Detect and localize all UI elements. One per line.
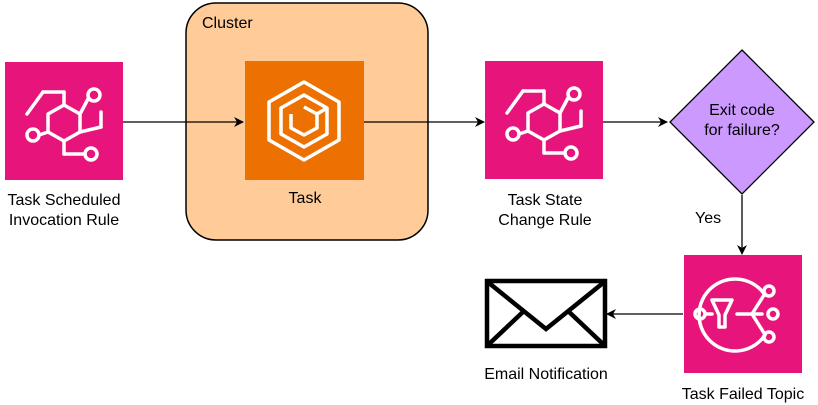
envelope-icon	[484, 278, 608, 349]
eventbridge-rule-icon	[25, 87, 103, 162]
decision-exit-code[interactable]: Exit code for failure?	[669, 49, 815, 195]
sns-topic-icon	[693, 277, 780, 353]
node-email-notification[interactable]: Email Notification	[484, 278, 608, 383]
node-task-state-change-rule[interactable]: Task State Change Rule	[485, 61, 603, 229]
ecs-task-icon	[267, 80, 341, 162]
failed-topic-label: Task Failed Topic	[682, 386, 804, 403]
node-task-scheduled-invocation-rule[interactable]: Task Scheduled Invocation Rule	[5, 62, 123, 229]
decision-label-line-1: Exit code	[709, 102, 775, 119]
state-rule-label-line-1: Task State	[508, 192, 583, 209]
scheduled-rule-label-line-2: Invocation Rule	[9, 212, 119, 229]
decision-label-line-2: for failure?	[704, 122, 780, 139]
eventbridge-rule-icon	[505, 86, 583, 161]
node-task-failed-topic[interactable]: Task Failed Topic	[682, 255, 804, 403]
scheduled-rule-label-line-1: Task Scheduled	[8, 192, 121, 209]
edge-label-yes: Yes	[695, 210, 721, 227]
node-task[interactable]: Task	[245, 61, 364, 207]
state-rule-label-line-2: Change Rule	[498, 212, 592, 229]
email-label: Email Notification	[484, 366, 608, 383]
connectors: Yes	[123, 117, 747, 319]
task-label: Task	[289, 190, 323, 207]
cluster-label: Cluster	[202, 15, 253, 32]
